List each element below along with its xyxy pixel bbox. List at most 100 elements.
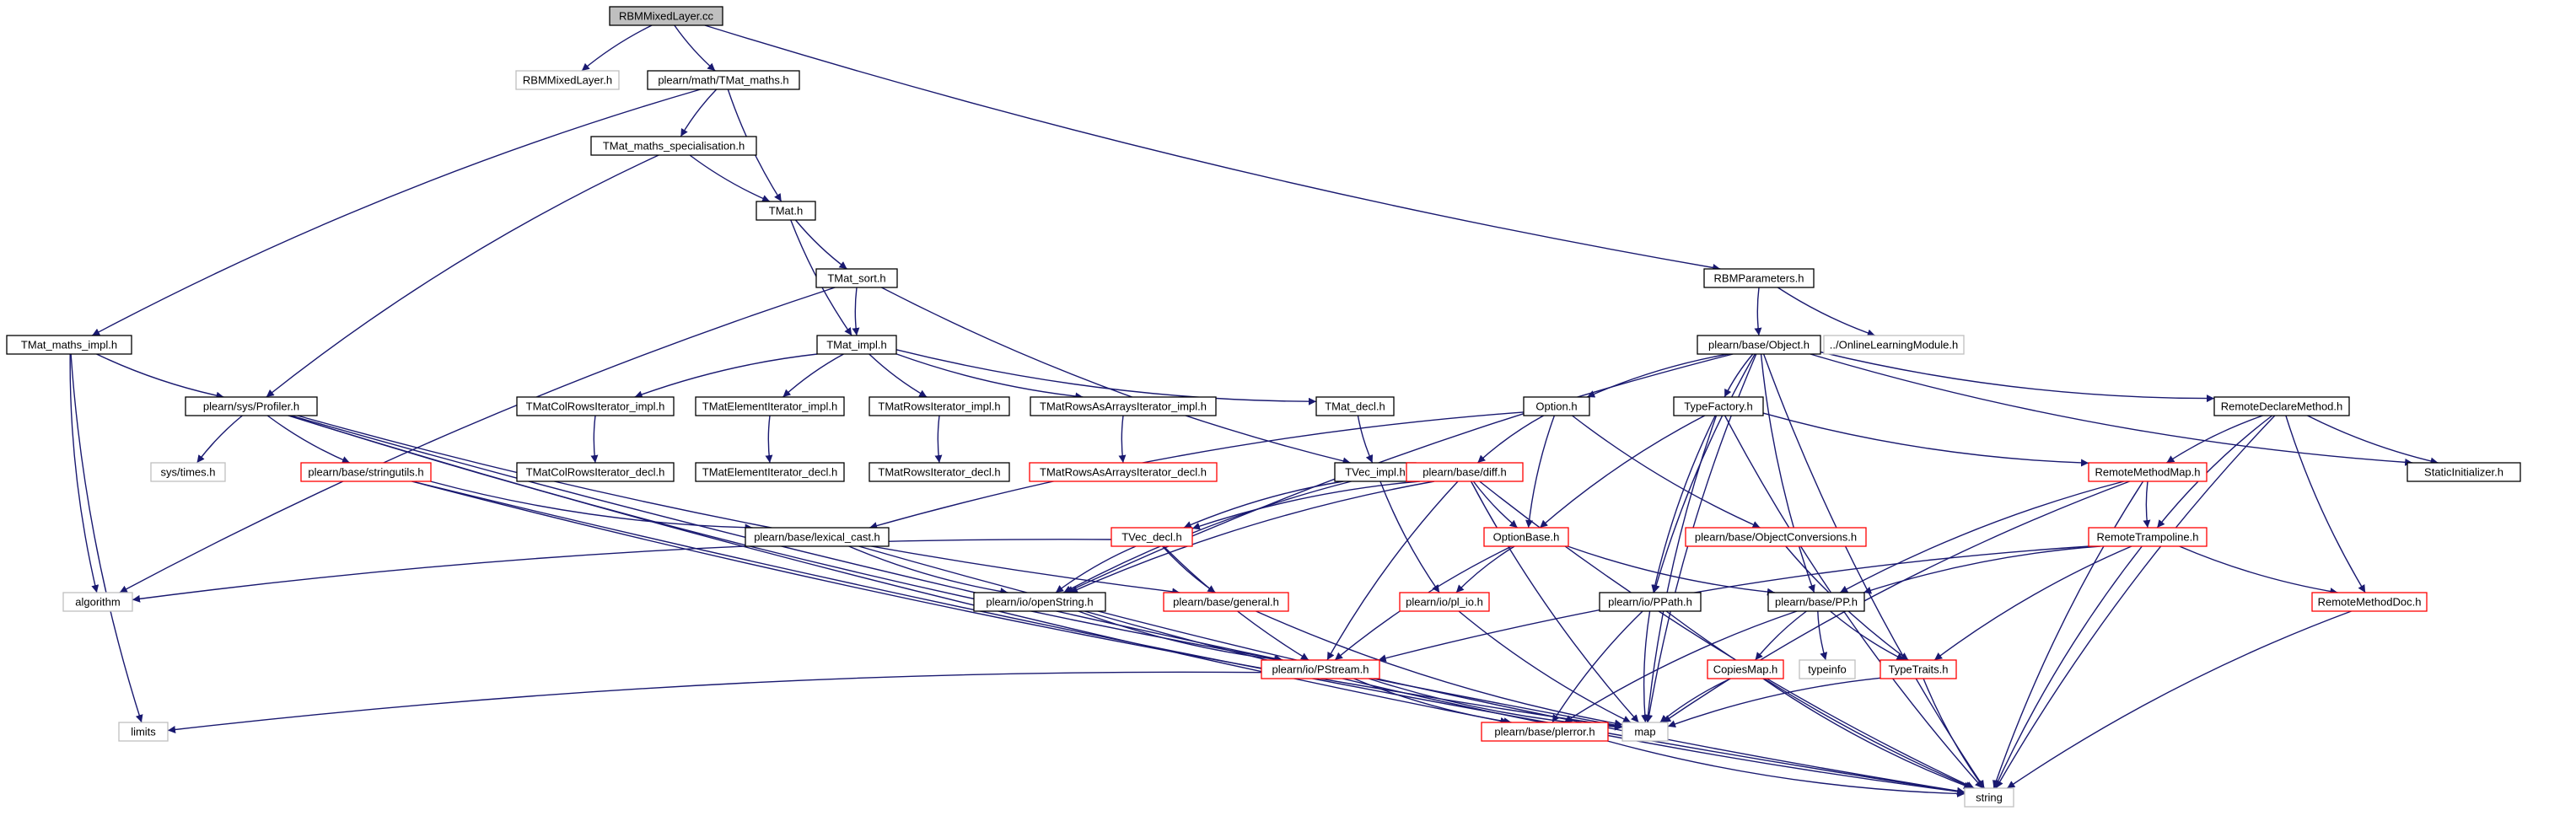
node-tmatrowsasarraysiterator-decl-h[interactable]: TMatRowsAsArraysIterator_decl.h (1029, 462, 1218, 482)
node-plearn-io-ppath-h[interactable]: plearn/io/PPath.h (1599, 592, 1702, 612)
node-label: TMatColRowsIterator_impl.h (526, 400, 665, 413)
node-plearn-io-openstring-h[interactable]: plearn/io/openString.h (973, 592, 1106, 612)
node-tmatrowsasarraysiterator-impl-h[interactable]: TMatRowsAsArraysIterator_impl.h (1030, 396, 1217, 416)
edge-object-to-openstring (1065, 353, 1734, 593)
node-label: TMat_sort.h (827, 272, 885, 285)
edge-rowit-to-rowitd (934, 415, 943, 464)
edge-stringutils-to-lexcast (430, 480, 753, 532)
node-tmatelementiterator-impl-h[interactable]: TMatElementIterator_impl.h (695, 396, 845, 416)
node-box (816, 335, 897, 355)
node-label: RBMMixedLayer.cc (619, 10, 713, 23)
node-plearn-base-lexical-cast-h[interactable]: plearn/base/lexical_cast.h (745, 527, 890, 547)
node-box (515, 70, 620, 90)
edge-tmmimpl-to-limits (70, 353, 143, 723)
node-optionbase-h[interactable]: OptionBase.h (1483, 527, 1569, 547)
node-tvec-impl-h[interactable]: TVec_impl.h (1334, 462, 1417, 482)
node-copiesmap-h[interactable]: CopiesMap.h (1707, 659, 1784, 679)
node-tmat-impl-h[interactable]: TMat_impl.h (816, 335, 897, 355)
node-tmatcolrowsiterator-decl-h[interactable]: TMatColRowsIterator_decl.h (516, 462, 675, 482)
edge-lexcast-to-openstring (848, 545, 1008, 595)
node-tmatcolrowsiterator-impl-h[interactable]: TMatColRowsIterator_impl.h (516, 396, 675, 416)
node-typetraits-h[interactable]: TypeTraits.h (1880, 659, 1957, 679)
node-rbmparameters-h[interactable]: RBMParameters.h (1703, 268, 1815, 288)
node-box (869, 396, 1010, 416)
edge-openstring-to-pstream (1078, 610, 1283, 663)
edge-typefactory-to-ppath (1651, 415, 1716, 593)
node-label: string (1976, 792, 2003, 804)
node-remotetrampoline-h[interactable]: RemoteTrampoline.h (2088, 527, 2208, 547)
edge-tmspec-to-tmat (689, 154, 771, 202)
node-plearn-base-objectconversions-h[interactable]: plearn/base/ObjectConversions.h (1685, 527, 1867, 547)
node-tmat-sort-h[interactable]: TMat_sort.h (815, 268, 898, 288)
node-box (1315, 396, 1395, 416)
edge-rmm-to-pp (1839, 480, 2125, 593)
node-plearn-base-general-h[interactable]: plearn/base/general.h (1163, 592, 1289, 612)
node-plearn-base-pp-h[interactable]: plearn/base/PP.h (1767, 592, 1865, 612)
node-plearn-base-diff-h[interactable]: plearn/base/diff.h (1406, 462, 1524, 482)
node-box (1406, 462, 1524, 482)
node-box (300, 462, 432, 482)
node-typefactory-h[interactable]: TypeFactory.h (1673, 396, 1764, 416)
node-tvec-decl-h[interactable]: TVec_decl.h (1111, 527, 1193, 547)
node-label: plearn/sys/Profiler.h (203, 400, 299, 413)
node-box (1880, 659, 1957, 679)
edge-root-to-tmaths (674, 24, 716, 72)
node-box (1030, 396, 1217, 416)
node-plearn-io-pstream-h[interactable]: plearn/io/PStream.h (1261, 659, 1380, 679)
node-label: plearn/io/pl_io.h (1406, 596, 1483, 609)
node-staticinitializer-h[interactable]: StaticInitializer.h (2407, 462, 2521, 482)
node-plearn-base-plerror-h[interactable]: plearn/base/plerror.h (1481, 722, 1609, 742)
edge-tmspec-to-profiler (266, 154, 659, 398)
node-remotedeclaremethod-h[interactable]: RemoteDeclareMethod.h (2213, 396, 2350, 416)
edge-tmaths-to-tmmimpl (91, 89, 701, 336)
node-box (516, 396, 675, 416)
node-label: ../OnlineLearningModule.h (1830, 339, 1959, 352)
edge-pp-to-typeinfo (1817, 610, 1828, 661)
node-string: string (1964, 787, 2014, 808)
node-box (1599, 592, 1702, 612)
node-label: RemoteDeclareMethod.h (2221, 400, 2343, 413)
edge-rdm-to-rtramp (2156, 415, 2273, 529)
node-label: plearn/base/lexical_cast.h (754, 531, 880, 544)
node-tmat-maths-impl-h[interactable]: TMat_maths_impl.h (6, 335, 132, 355)
node-rbmmixedlayer-cc[interactable]: RBMMixedLayer.cc (609, 6, 723, 26)
edge-rtramp-to-typetraits (1933, 545, 2132, 661)
edge-diff-to-tvdecl (1191, 480, 1421, 530)
node-box (869, 462, 1010, 482)
node-box (647, 70, 800, 90)
node-plearn-math-tmat-maths-h[interactable]: plearn/math/TMat_maths.h (647, 70, 800, 90)
node-tmat-h[interactable]: TMat.h (756, 201, 816, 221)
node-tmatrowsiterator-decl-h[interactable]: TMatRowsIterator_decl.h (869, 462, 1010, 482)
node-plearn-base-object-h[interactable]: plearn/base/Object.h (1697, 335, 1821, 355)
edge-lexcast-to-string (858, 545, 1966, 795)
node-tmatrowsiterator-impl-h[interactable]: TMatRowsIterator_impl.h (869, 396, 1010, 416)
edge-tvdecl-to-algorithm (132, 539, 1112, 603)
node-box (185, 396, 318, 416)
node-label: RBMParameters.h (1714, 272, 1804, 285)
node-box (2088, 462, 2208, 482)
node-tmatelementiterator-decl-h[interactable]: TMatElementIterator_decl.h (695, 462, 845, 482)
node-label: TMat_impl.h (826, 339, 887, 352)
edge-plio-to-map (1458, 610, 1632, 723)
node-plearn-base-stringutils-h[interactable]: plearn/base/stringutils.h (300, 462, 432, 482)
node-box (1483, 527, 1569, 547)
node-label: RBMMixedLayer.h (523, 74, 612, 87)
edge-object-to-staticinit (1810, 353, 2413, 466)
node-box (1029, 462, 1218, 482)
node-option-h[interactable]: Option.h (1523, 396, 1590, 416)
node-tmat-maths-specialisation-h[interactable]: TMat_maths_specialisation.h (590, 136, 757, 156)
node-label: plearn/io/PStream.h (1272, 663, 1369, 676)
node-label: TMatElementIterator_impl.h (702, 400, 837, 413)
edge-tmsort-to-algorithm (119, 287, 836, 593)
node-plearn-sys-profiler-h[interactable]: plearn/sys/Profiler.h (185, 396, 318, 416)
node-label: plearn/math/TMat_maths.h (658, 74, 788, 87)
node-remotemethoddoc-h[interactable]: RemoteMethodDoc.h (2311, 592, 2428, 612)
node-box (1964, 787, 2014, 808)
edge-pp-to-plerror (1563, 610, 1798, 723)
node-label: plearn/base/diff.h (1422, 466, 1507, 479)
node-label: OptionBase.h (1493, 531, 1560, 544)
node-remotemethodmap-h[interactable]: RemoteMethodMap.h (2088, 462, 2208, 482)
node-tmat-decl-h[interactable]: TMat_decl.h (1315, 396, 1395, 416)
node-label: TMatRowsIterator_decl.h (878, 466, 1000, 479)
node-plearn-io-pl-io-h[interactable]: plearn/io/pl_io.h (1399, 592, 1490, 612)
